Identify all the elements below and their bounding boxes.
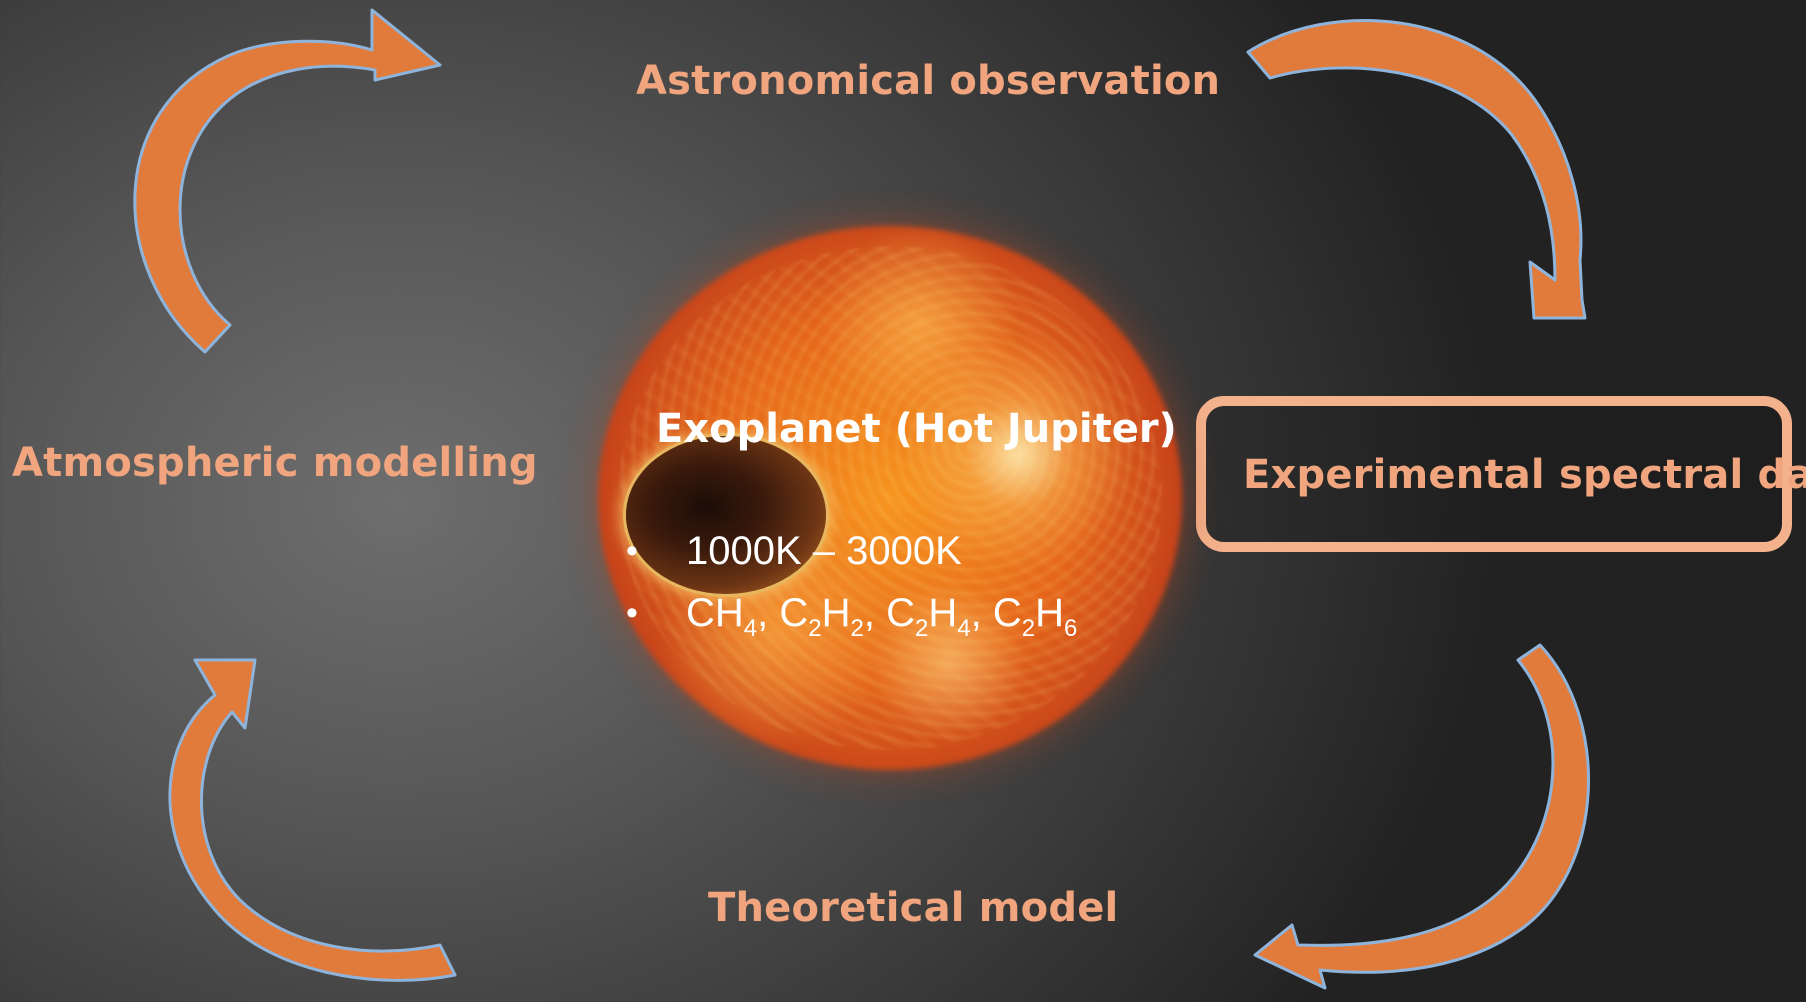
molecule-list: CH4, C2H2, C2H4, C2H6 xyxy=(686,591,1078,642)
arrow-top-right xyxy=(1246,19,1587,320)
temperature-range: 1000K – 3000K xyxy=(686,529,962,573)
label-astronomical-observation: Astronomical observation xyxy=(636,58,1221,104)
arrow-bottom-right xyxy=(1253,643,1590,990)
property-temperature: • 1000K – 3000K xyxy=(626,520,1077,582)
arrow-bottom-left xyxy=(168,658,457,982)
exoplanet-properties: • 1000K – 3000K • CH4, C2H2, C2H4, C2H6 xyxy=(626,520,1077,644)
bullet-point: • xyxy=(626,532,638,570)
arrow-top-left xyxy=(133,8,442,354)
label-atmospheric-modelling: Atmospheric modelling xyxy=(12,440,538,486)
label-experimental-spectral-data: Experimental spectral data xyxy=(1243,452,1806,498)
property-molecules: • CH4, C2H2, C2H4, C2H6 xyxy=(626,582,1077,644)
experimental-spectral-data-box xyxy=(1196,396,1792,552)
exoplanet-title: Exoplanet (Hot Jupiter) xyxy=(656,406,1177,452)
label-theoretical-model: Theoretical model xyxy=(708,885,1119,931)
hot-jupiter-planet xyxy=(626,436,826,594)
bullet-point: • xyxy=(626,594,638,632)
